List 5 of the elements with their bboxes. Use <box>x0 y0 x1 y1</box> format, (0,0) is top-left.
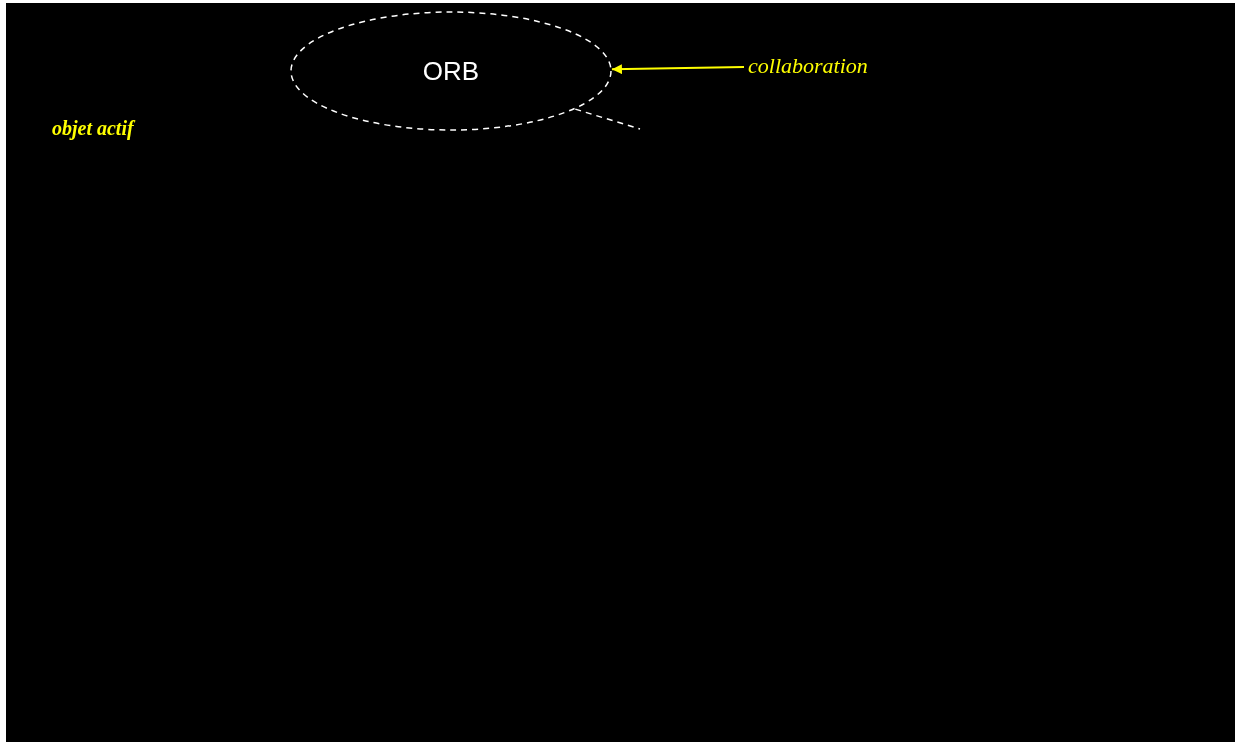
ellipse-label: ORB <box>422 55 480 87</box>
annotation-text: objet actif <box>52 117 134 139</box>
dashed-line <box>574 108 641 130</box>
arrow <box>610 64 745 75</box>
annotation-text: collaboration <box>748 53 868 78</box>
